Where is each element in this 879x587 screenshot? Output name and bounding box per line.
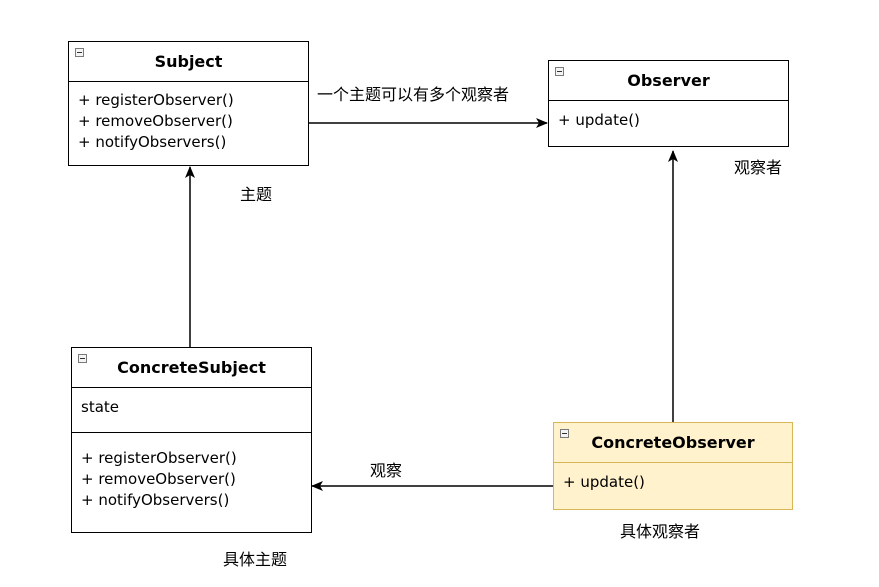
concrete-observer-caption: 具体观察者 xyxy=(620,522,701,541)
collapse-icon[interactable] xyxy=(555,67,564,76)
observe-label: 观察 xyxy=(370,461,403,480)
concrete-observer-class-name: ConcreteObserver xyxy=(591,433,755,452)
observer-class[interactable]: Observer + update() xyxy=(548,60,789,147)
method: + update() xyxy=(558,111,640,129)
concrete-subject-methods: + registerObserver() + removeObserver() … xyxy=(72,433,311,511)
method: + notifyObservers() xyxy=(81,491,230,509)
attribute: state xyxy=(81,398,119,416)
collapse-icon[interactable] xyxy=(75,48,84,57)
observer-class-header: Observer xyxy=(549,61,788,101)
observer-caption: 观察者 xyxy=(734,158,783,177)
concrete-subject-class-header: ConcreteSubject xyxy=(72,348,311,388)
method: + notifyObservers() xyxy=(78,133,227,151)
method: + registerObserver() xyxy=(81,449,237,467)
subject-methods: + registerObserver() + removeObserver() … xyxy=(69,82,308,153)
subject-caption: 主题 xyxy=(240,185,273,204)
observer-class-name: Observer xyxy=(627,71,710,90)
concrete-observer-class[interactable]: ConcreteObserver + update() xyxy=(553,422,793,510)
collapse-icon[interactable] xyxy=(78,354,87,363)
subject-class-name: Subject xyxy=(154,52,223,71)
concrete-observer-methods: + update() xyxy=(554,463,792,493)
subject-class-header: Subject xyxy=(69,42,308,82)
method: + update() xyxy=(563,473,645,491)
concrete-subject-class[interactable]: ConcreteSubject state + registerObserver… xyxy=(71,347,312,533)
method: + removeObserver() xyxy=(78,112,233,130)
concrete-subject-caption: 具体主题 xyxy=(223,550,288,569)
method: + removeObserver() xyxy=(81,470,236,488)
subject-class[interactable]: Subject + registerObserver() + removeObs… xyxy=(68,41,309,166)
concrete-subject-class-name: ConcreteSubject xyxy=(117,358,266,377)
collapse-icon[interactable] xyxy=(560,429,569,438)
observer-methods: + update() xyxy=(549,101,788,131)
concrete-subject-attributes: state xyxy=(72,388,311,433)
concrete-observer-class-header: ConcreteObserver xyxy=(554,423,792,463)
method: + registerObserver() xyxy=(78,91,234,109)
subject-observer-label: 一个主题可以有多个观察者 xyxy=(317,85,510,104)
